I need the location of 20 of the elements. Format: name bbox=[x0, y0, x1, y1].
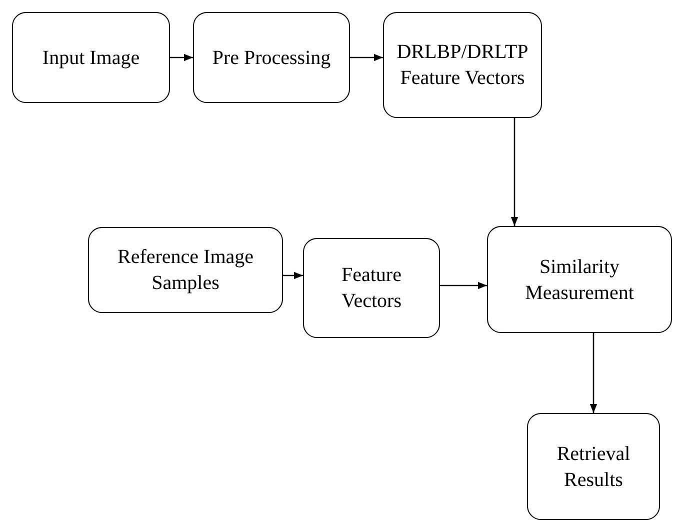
process-box bbox=[88, 227, 283, 313]
process-box bbox=[487, 226, 672, 333]
box-label: Input Image bbox=[41, 46, 141, 70]
process-box bbox=[383, 12, 542, 118]
process-box bbox=[193, 12, 350, 103]
process-box bbox=[12, 12, 170, 103]
box-label: DRLBP/DRLTP Feature Vectors bbox=[396, 40, 530, 91]
box-label: Feature Vectors bbox=[340, 263, 402, 314]
arrow bbox=[590, 333, 598, 413]
arrow bbox=[510, 118, 518, 226]
arrow bbox=[350, 54, 383, 62]
box-label: Reference Image Samples bbox=[116, 245, 254, 296]
box-label: Pre Processing bbox=[211, 46, 332, 70]
arrow bbox=[283, 272, 303, 280]
box-label: Retrieval Results bbox=[556, 442, 632, 492]
process-box bbox=[527, 413, 660, 520]
arrow bbox=[170, 54, 193, 62]
box-label: Similarity Measurement bbox=[524, 254, 635, 306]
process-box bbox=[303, 238, 440, 338]
arrow bbox=[440, 282, 487, 290]
